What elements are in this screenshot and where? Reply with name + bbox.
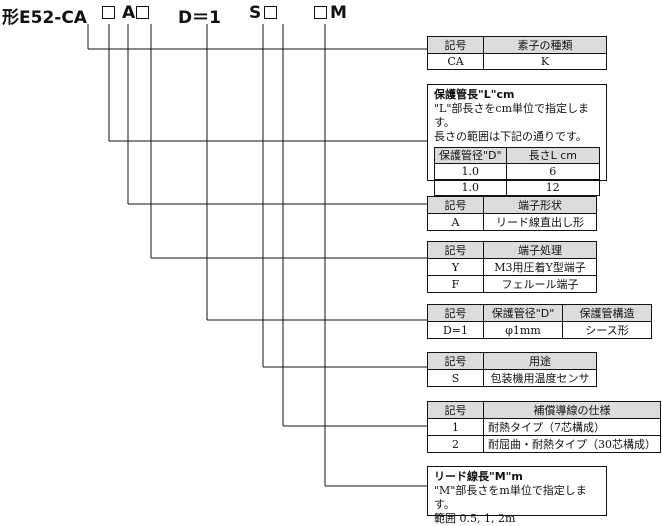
table-cell: フェルール端子 — [483, 275, 597, 293]
code-prefix: 形E52-CA — [2, 8, 87, 28]
table-cell: 記号 — [427, 196, 484, 214]
length-section: 保護管長"L"cm "L"部長さをcm単位で指定します。 長さの範囲は下記の通り… — [427, 84, 607, 196]
table-cell: シース形 — [562, 321, 652, 339]
table-cell: 1.0 — [434, 179, 507, 196]
table-cell: 記号 — [427, 241, 484, 259]
length-title: 保護管長"L"cm — [434, 88, 515, 101]
table-cell: 端子処理 — [483, 241, 597, 259]
table-cell: 端子形状 — [483, 196, 597, 214]
table-cell: 1 — [427, 418, 484, 436]
table-cell: 耐屈曲・耐熱タイプ（30芯構成） — [483, 435, 661, 453]
table-cell: 包装機用温度センサ — [483, 369, 597, 387]
lead-desc2: 範囲 0.5, 1, 2m — [434, 512, 516, 525]
code-a: A — [122, 3, 136, 23]
model-code: 形E52-CA A D＝1 S M — [2, 0, 362, 28]
code-s: S — [249, 3, 262, 23]
table-cell: A — [427, 213, 484, 231]
table-cell: 記号 — [427, 352, 484, 370]
table-cell: 2 — [427, 435, 484, 453]
length-desc1: "L"部長さをcm単位で指定します。 — [434, 102, 590, 129]
table-cell: 耐熱タイプ（7芯構成） — [483, 418, 661, 436]
length-desc2: 長さの範囲は下記の通りです。 — [434, 130, 587, 143]
code-slot-length — [102, 3, 115, 23]
table-cell: M3用圧着Y型端子 — [483, 258, 597, 276]
table-cell: 長さL cm — [505, 147, 601, 164]
table-cell: 記号 — [427, 401, 484, 419]
table-cell: 保護管構造 — [562, 304, 652, 322]
table-cell: φ1mm — [483, 321, 563, 339]
table-cell: 保護管径"D" — [483, 304, 563, 322]
lead-wire-section: リード線長"M"m "M"部長さをm単位で指定します。 範囲 0.5, 1, 2… — [427, 466, 607, 525]
table-cell: D=1 — [427, 321, 484, 339]
table-cell: 記号 — [427, 36, 484, 54]
table-cell: 1.0 — [434, 163, 507, 180]
table-cell: 補償導線の仕様 — [483, 401, 661, 419]
table-cell: 記号 — [427, 304, 484, 322]
table-cell: 用途 — [483, 352, 597, 370]
table-cell: 12 — [505, 179, 601, 196]
table-cell: Y — [427, 258, 484, 276]
table-cell: CA — [427, 53, 484, 70]
code-slot-lead — [314, 3, 327, 23]
table-cell: K — [483, 53, 607, 70]
lead-desc1: "M"部長さをm単位で指定します。 — [434, 484, 587, 511]
table-cell: 6 — [505, 163, 601, 180]
table-cell: F — [427, 275, 484, 293]
code-slot-wire — [264, 3, 277, 23]
lead-title: リード線長"M"m — [434, 470, 523, 483]
table-cell: S — [427, 369, 484, 387]
table-cell: 保護管径"D" — [434, 147, 507, 164]
table-cell: リード線直出し形 — [483, 213, 597, 231]
code-slot-terminal — [136, 3, 149, 23]
table-cell: 素子の種類 — [483, 36, 607, 54]
code-m: M — [330, 3, 347, 23]
code-d: D＝1 — [178, 8, 221, 28]
